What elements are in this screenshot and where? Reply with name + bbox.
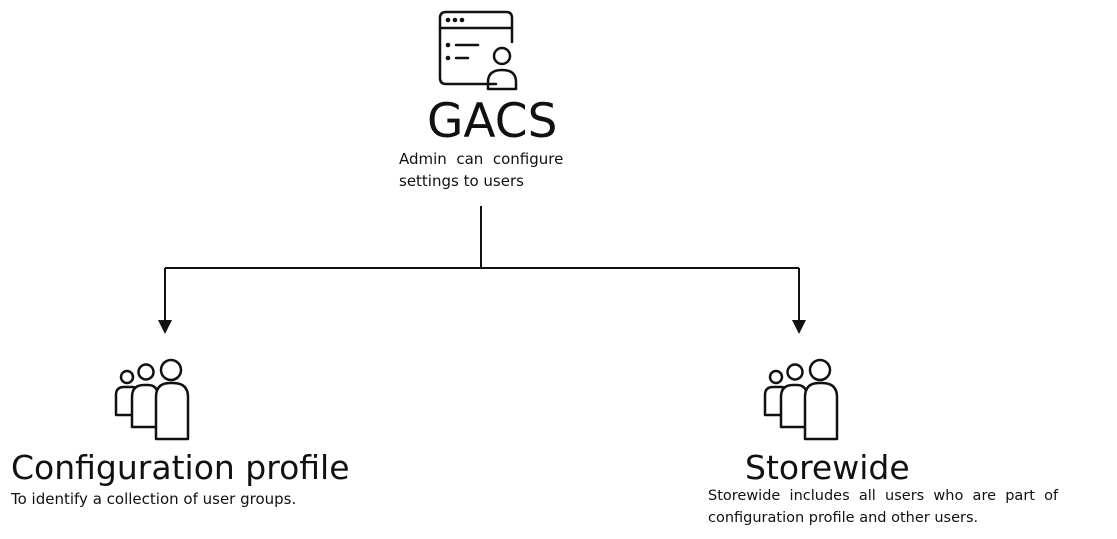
storewide-title: Storewide [745,448,910,487]
storewide-description-line-1: Storewide includes all users who are par… [708,488,1059,504]
configuration-profile-description: To identify a collection of user groups. [11,490,297,508]
user-group-icon [763,358,839,441]
configuration-profile-node: Configuration profile To identify a coll… [8,355,448,515]
gacs-description-line-1: Admin can configure [399,150,564,168]
admin-settings-window-icon [438,10,518,91]
configuration-profile-title: Configuration profile [11,448,350,487]
user-group-icon [114,358,190,441]
left-arrowhead [158,320,172,334]
gacs-node: GACS Admin can configure settings to use… [390,8,610,208]
gacs-description-line-2: settings to users [399,172,524,190]
storewide-node: Storewide Storewide includes all users w… [706,355,1116,535]
right-arrowhead [792,320,806,334]
storewide-description-line-2: configuration profile and other users. [708,510,979,526]
gacs-title: GACS [427,94,558,149]
